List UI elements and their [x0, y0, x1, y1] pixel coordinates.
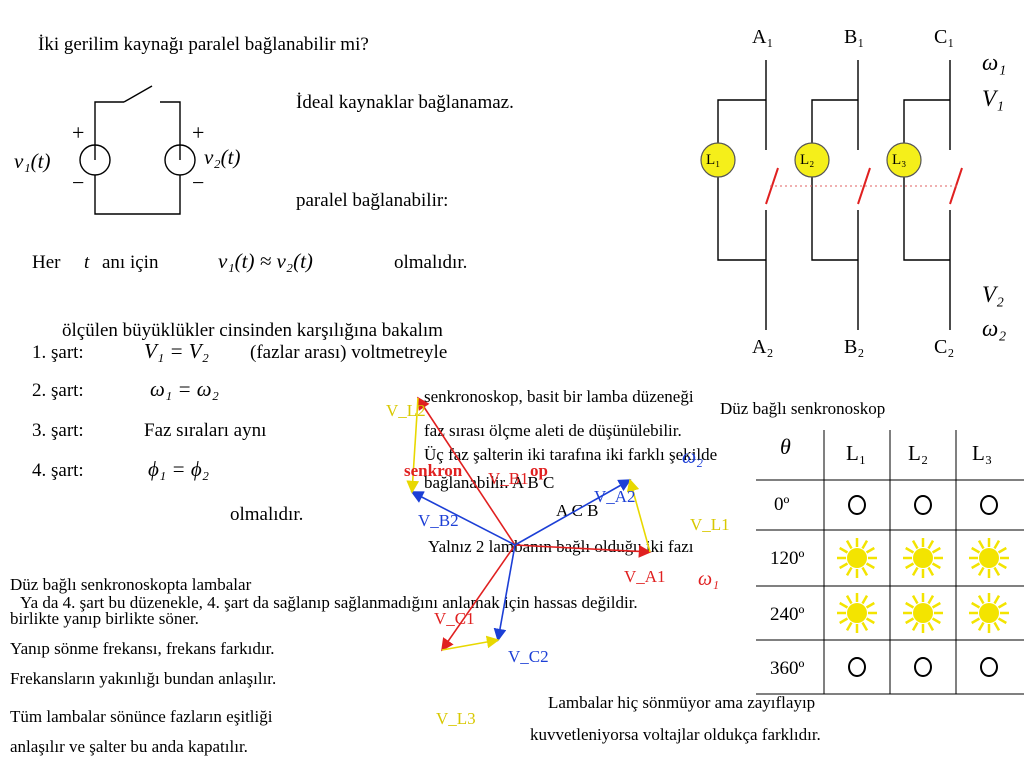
table-row-2-angle: 240º — [770, 604, 805, 625]
v2-bus-label: V₂ — [982, 282, 1005, 307]
phasor-label-vb2: V_B2 — [418, 511, 459, 530]
table-header-l2: L₂ — [908, 441, 929, 465]
phasor-label-vc2: V_C2 — [508, 647, 549, 666]
bottom-left-line-4: Frekansların yakınlığı bundan anlaşılır. — [10, 669, 277, 688]
table-header-l1: L₁ — [846, 441, 867, 465]
lamp-label-l1: L₁ — [706, 152, 721, 168]
omega2-label: ω₂ — [982, 316, 1007, 341]
middle-line-3: Üç faz şalterin iki tarafına iki farklı … — [424, 445, 718, 464]
lamp-label-l2: L₂ — [800, 152, 815, 168]
slide-title: İki gerilim kaynağı paralel bağlanabilir… — [38, 34, 369, 55]
cond2-label: 2. şart: — [32, 380, 84, 401]
v1-bus-label: V₁ — [982, 86, 1005, 111]
bottom-left-line-6: anlaşılır ve şalter bu anda kapatılır. — [10, 737, 248, 756]
lamp-state-on-icon — [837, 538, 877, 578]
phasor-label-vl3: V_L3 — [436, 709, 476, 728]
bottom-right-line-1: Lambalar hiç sönmüyor ama zayıflayıp — [548, 693, 816, 712]
label-c1: C₁ — [934, 26, 955, 48]
condition-t: t — [84, 252, 90, 273]
lamp-state-off-icon — [914, 495, 932, 515]
lamp-label-l3: L₃ — [892, 152, 907, 168]
phasor-label-vl2: V_L2 — [386, 401, 426, 420]
cond1-note: (fazlar arası) voltmetreyle — [250, 342, 448, 363]
olmalidir-line: olmalıdır. — [230, 504, 304, 525]
minus-left: − — [72, 170, 85, 195]
phasor-label-va1: V_A1 — [624, 567, 666, 586]
lamp-state-on-icon — [903, 538, 943, 578]
cond4-formula: ϕ₁ = ϕ₂ — [148, 457, 210, 481]
condition-ani: anı için — [102, 252, 159, 273]
table-header-l3: L₃ — [972, 441, 993, 465]
bottom-right-line-2: kuvvetleniyorsa voltajlar oldukça farklı… — [530, 725, 821, 744]
condition-formula: v₁(t) ≈ v₂(t) — [218, 249, 313, 273]
lamp-state-off-icon — [848, 495, 866, 515]
v2-source-label: v₂(t) — [204, 145, 241, 169]
phasor-label-vb1: V_B1 — [488, 469, 529, 488]
cond4-label: 4. şart: — [32, 460, 84, 481]
cond3-formula: Faz sıraları aynı — [144, 420, 267, 441]
label-c2: C₂ — [934, 336, 955, 358]
table-row-1-angle: 120º — [770, 548, 805, 569]
plus-left: + — [72, 120, 85, 145]
condition-prefix: Her — [32, 252, 61, 273]
cond1-formula: V₁ = V₂ — [144, 339, 209, 363]
table-title: Düz bağlı senkronoskop — [720, 399, 886, 418]
lamp-state-on-icon — [969, 538, 1009, 578]
phasor-label-vl1: V_L1 — [690, 515, 730, 534]
lamp-state-off-icon — [980, 657, 998, 677]
phasor-omega1: ω₁ — [698, 568, 720, 590]
table-row-3-angle: 360º — [770, 658, 805, 679]
middle-line-2: faz sırası ölçme aleti de düşünülebilir. — [424, 421, 682, 440]
lamp-state-on-icon — [903, 593, 943, 633]
olculen-line: ölçülen büyüklükler cinsinden karşılığın… — [62, 320, 443, 341]
condition-suffix: olmalıdır. — [394, 252, 468, 273]
middle-line-6: Yalnız 2 lambanın bağlı olduğu iki fazı — [428, 537, 694, 556]
minus-right: − — [192, 170, 205, 195]
label-a2: A₂ — [752, 336, 774, 358]
table-row-0-angle: 0º — [774, 494, 790, 515]
v1-source-label: v₁(t) — [14, 149, 51, 173]
bottom-left-line-2: birlikte yanıp birlikte söner. — [10, 609, 199, 628]
bottom-left-line-1: Düz bağlı senkronoskopta lambalar — [10, 575, 252, 594]
label-b1: B₁ — [844, 26, 865, 48]
phasor-op: op — [530, 461, 548, 480]
label-b2: B₂ — [844, 336, 865, 358]
paralel-note: paralel bağlanabilir: — [296, 190, 449, 211]
lamp-state-off-icon — [914, 657, 932, 677]
bottom-left-line-3: Yanıp sönme frekansı, frekans farkıdır. — [10, 639, 275, 658]
middle-line-1: senkronoskop, basit bir lamba düzeneği — [424, 387, 694, 406]
lamp-state-on-icon — [837, 593, 877, 633]
ideal-note: İdeal kaynaklar bağlanamaz. — [296, 92, 514, 113]
cond3-label: 3. şart: — [32, 420, 84, 441]
cond2-formula: ω₁ = ω₂ — [150, 377, 219, 401]
phasor-senkron: senkron — [404, 461, 463, 480]
lamp-state-off-icon — [848, 657, 866, 677]
cond1-label: 1. şart: — [32, 342, 84, 363]
phasor-omega2: ω₂ — [682, 446, 704, 468]
middle-line-5: A C B — [556, 501, 599, 520]
plus-right: + — [192, 120, 205, 145]
lamp-state-off-icon — [980, 495, 998, 515]
omega1-label: ω₁ — [982, 50, 1007, 75]
lamp-state-on-icon — [969, 593, 1009, 633]
phasor-label-vc1: V_C1 — [434, 609, 475, 628]
phasor-label-va2: V_A2 — [594, 487, 636, 506]
label-a1: A₁ — [752, 26, 774, 48]
table-header-theta: θ — [780, 434, 791, 459]
bottom-left-line-5: Tüm lambalar sönünce fazların eşitliği — [10, 707, 273, 726]
